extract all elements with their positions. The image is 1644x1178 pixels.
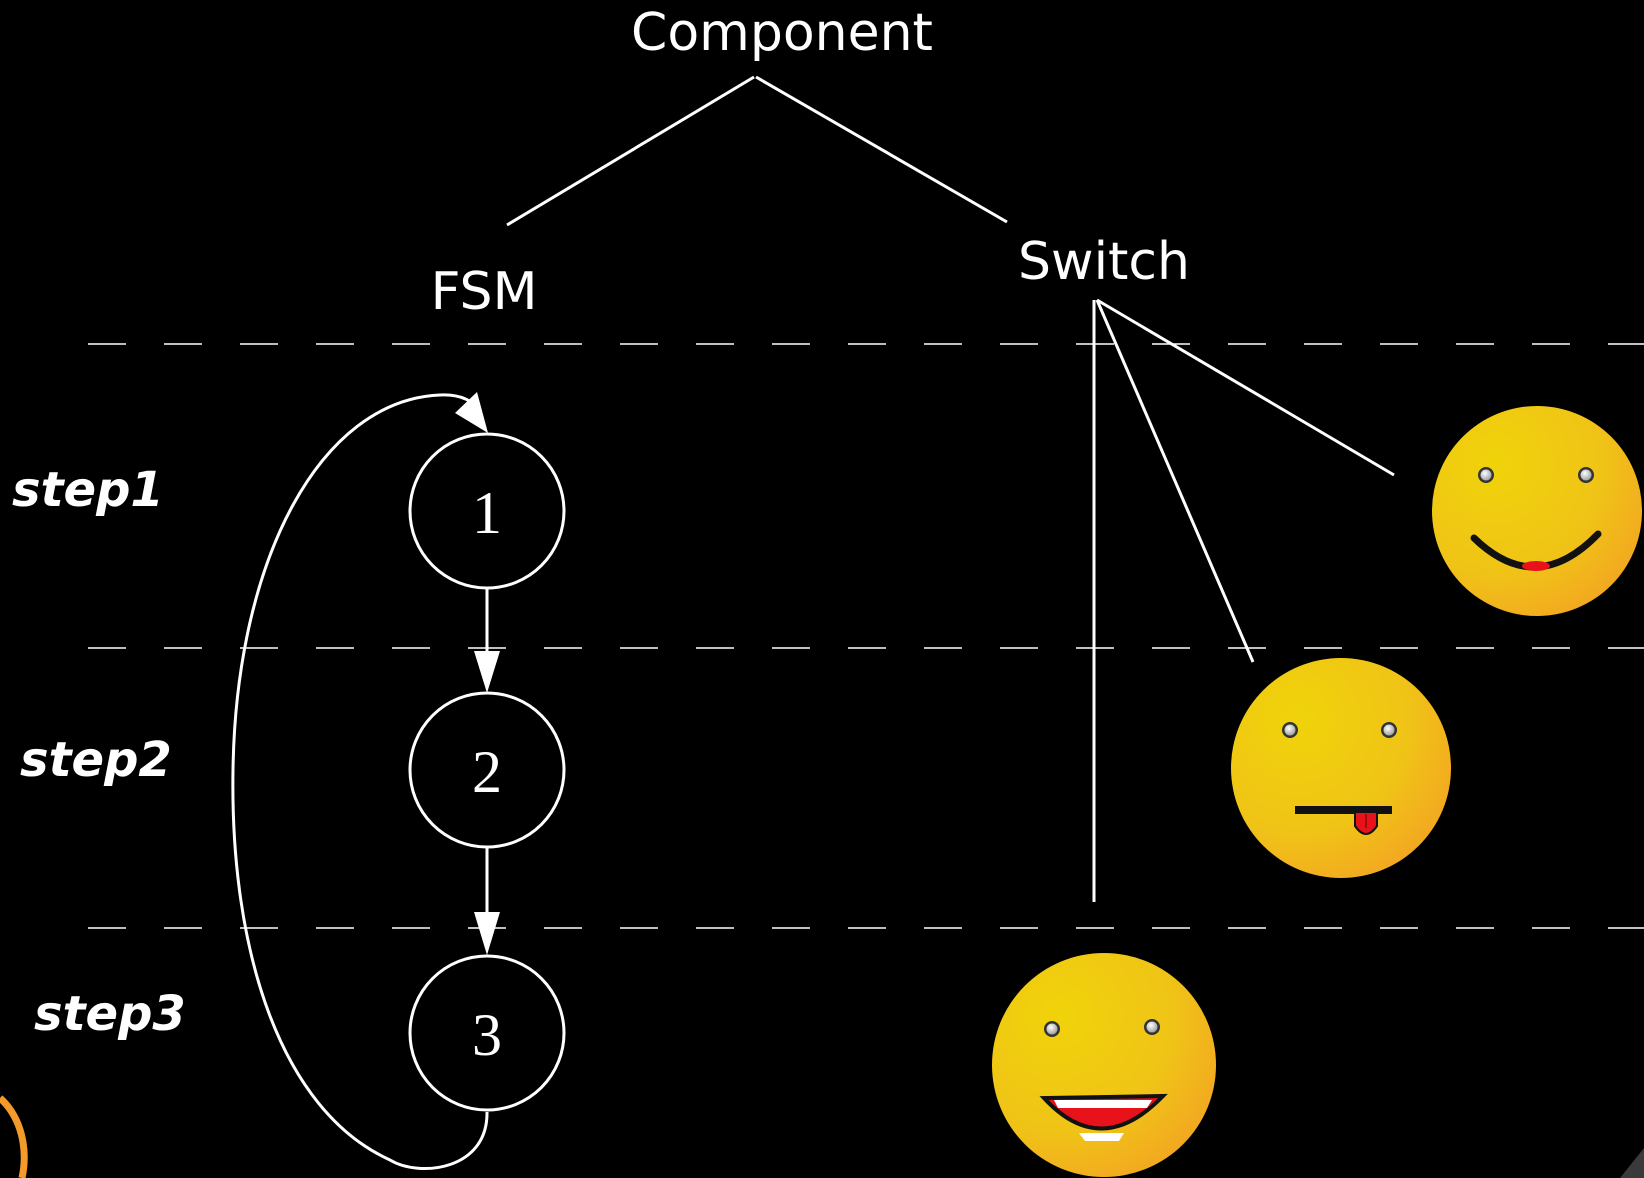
grin-face-icon xyxy=(992,953,1216,1177)
step-label-1: step1 xyxy=(12,462,164,518)
state-label-2: 2 xyxy=(472,739,502,805)
smile-face-icon xyxy=(1432,406,1642,616)
switch-to-step1-edge xyxy=(1096,298,1395,477)
root-to-fsm-edge xyxy=(506,75,755,227)
transition-3-to-1-loop xyxy=(231,393,489,1171)
arrowhead-3-to-1 xyxy=(455,392,488,433)
corner-ring-accent xyxy=(0,1095,28,1178)
switch-to-step2-edge xyxy=(1095,299,1255,663)
arrowhead-1-to-2 xyxy=(474,651,500,693)
switch-label: Switch xyxy=(1018,232,1190,292)
root-label: Component xyxy=(631,3,933,63)
state-node-3 xyxy=(408,954,566,1112)
step-label-3: step3 xyxy=(34,986,186,1042)
tongue-out-face-icon xyxy=(1231,658,1451,878)
corner-shade-accent xyxy=(1620,1148,1644,1178)
fsm-label: FSM xyxy=(431,262,538,322)
arrowhead-2-to-3 xyxy=(474,912,500,955)
state-label-3: 3 xyxy=(472,1002,502,1068)
state-label-1: 1 xyxy=(472,480,502,546)
step-label-2: step2 xyxy=(20,732,172,788)
root-to-switch-edge xyxy=(755,75,1008,224)
